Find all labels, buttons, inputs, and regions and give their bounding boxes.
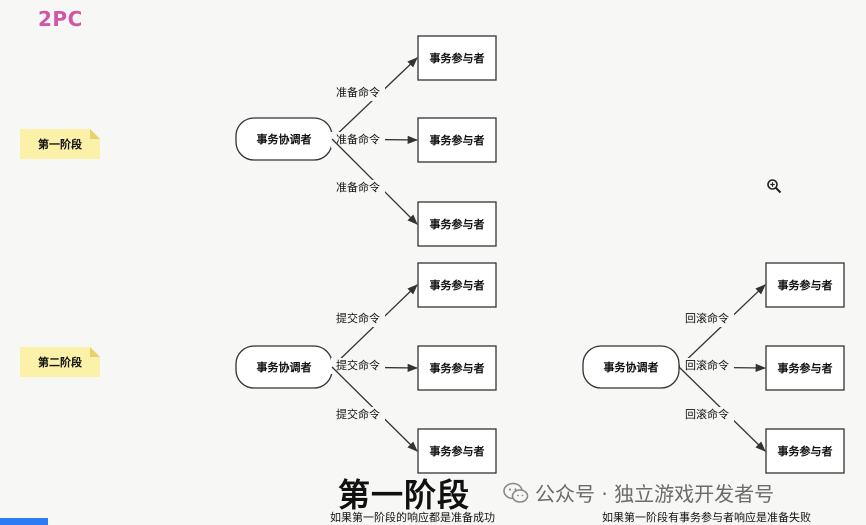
participant-label: 事务参与者 (778, 444, 833, 458)
watermark: 公众号 · 独立游戏开发者号 (503, 478, 774, 507)
command-label-bg (331, 132, 385, 148)
command-label-bg (331, 180, 385, 196)
phase2-failure-note: 如果第一阶段有事务参与者响应是准备失败 (602, 511, 811, 524)
participant-label: 事务参与者 (430, 133, 485, 147)
stage-sticky-note: 第一阶段 (20, 129, 100, 159)
participant-node (417, 117, 497, 163)
watermark-text: 公众号 · 独立游戏开发者号 (535, 482, 775, 506)
participant-node (417, 428, 497, 474)
command-label: 提交命令 (336, 311, 380, 325)
command-label-bg (680, 407, 734, 423)
sticky-fold (90, 129, 100, 139)
subtitle-caption: 第一阶段 (338, 476, 471, 514)
command-label: 回滚命令 (685, 358, 729, 372)
participant-node (765, 428, 845, 474)
participant-label: 事务参与者 (778, 278, 833, 292)
command-label: 准备命令 (336, 180, 380, 194)
command-label-bg (680, 358, 734, 374)
command-label-bg (331, 407, 385, 423)
command-label-bg (680, 311, 734, 327)
participant-node (765, 262, 845, 308)
command-label: 提交命令 (336, 407, 380, 421)
progress-bar (0, 518, 48, 525)
participant-label: 事务参与者 (430, 217, 485, 231)
participant-label: 事务参与者 (430, 278, 485, 292)
stage-label: 第一阶段 (38, 137, 82, 151)
command-label-bg (331, 311, 385, 327)
participant-node (417, 345, 497, 391)
command-label: 准备命令 (336, 85, 380, 99)
zoom-in-icon[interactable] (766, 178, 782, 194)
phase1-success-note: 如果第一阶段的响应都是准备成功 (330, 511, 495, 524)
command-label-bg (331, 358, 385, 374)
sticky-body (20, 347, 100, 377)
participant-label: 事务参与者 (430, 361, 485, 375)
coordinator-label: 事务协调者 (604, 360, 659, 374)
participant-node (417, 262, 497, 308)
command-label-bg (331, 85, 385, 101)
participant-label: 事务参与者 (430, 444, 485, 458)
participant-node (417, 35, 497, 81)
command-label: 提交命令 (336, 358, 380, 372)
command-label: 准备命令 (336, 132, 380, 146)
command-label: 回滚命令 (685, 407, 729, 421)
wechat-icon (503, 482, 529, 503)
title: 2PC (38, 7, 83, 31)
coordinator-label: 事务协调者 (257, 132, 312, 146)
stage-sticky-note: 第二阶段 (20, 347, 100, 377)
participant-label: 事务参与者 (430, 51, 485, 65)
participant-node (765, 345, 845, 391)
stage-label: 第二阶段 (38, 355, 82, 369)
participant-node (417, 201, 497, 247)
command-label: 回滚命令 (685, 311, 729, 325)
participant-label: 事务参与者 (778, 361, 833, 375)
sticky-body (20, 129, 100, 159)
sticky-fold (90, 347, 100, 357)
coordinator-label: 事务协调者 (257, 360, 312, 374)
